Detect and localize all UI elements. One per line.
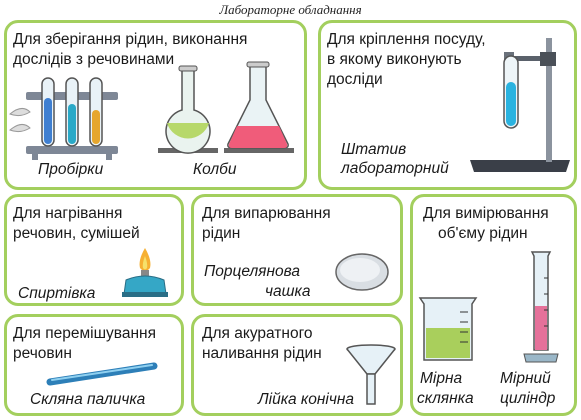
pour-desc-line2: наливання рідин [202,345,322,362]
caption-spirit-lamp: Спиртівка [18,285,96,302]
stir-desc-line2: речовин [13,345,72,362]
measure-desc-line2: об'єму рідин [438,225,528,242]
glass-rod-illustration [46,362,158,386]
stand-desc-line2: в якому виконують [327,51,462,68]
test-tubes-illustration [9,77,118,160]
evaporate-desc-line2: рідин [202,225,241,242]
measuring-cylinder-illustration [523,251,559,363]
measuring-beaker-illustration [418,297,478,361]
caption-glass-rod: Скляна паличка [30,391,146,408]
caption-dish-line1: Порцелянова [204,263,300,280]
page-title: Лабораторне обладнання [219,2,362,17]
caption-funnel: Лійка конічна [258,391,355,408]
caption-stand-line2: лабораторний [341,160,449,177]
pour-desc-line1: Для акуратного [202,325,313,342]
spirit-lamp-illustration [122,248,168,297]
storage-desc-line1: Для зберігання рідин, виконання [13,31,248,48]
stand-desc-line3: досліди [327,71,383,88]
storage-desc-line2: дослідів з речовинами [13,51,175,68]
caption-tubes: Пробірки [38,161,104,178]
heating-desc-line1: Для нагрівання [13,205,123,222]
caption-beaker-line1: Мірна [420,370,463,387]
porcelain-dish-illustration [335,253,389,291]
heating-desc-line2: речовин, сумішей [13,225,140,242]
stir-desc-line1: Для перемішування [13,325,156,342]
caption-flasks: Колби [193,161,237,178]
stand-desc-line1: Для кріплення посуду, [327,31,486,48]
caption-cylinder-line2: циліндр [500,390,556,407]
evaporate-desc-line1: Для випарювання [202,205,331,222]
caption-cylinder-line1: Мірний [500,370,551,387]
funnel-illustration [346,344,396,405]
flasks-illustration [158,61,294,154]
lab-stand-illustration [470,38,570,172]
caption-stand-line1: Штатив [341,141,407,158]
caption-dish-line2: чашка [265,283,311,300]
measure-desc-line1: Для вимірювання [423,205,549,222]
caption-beaker-line2: склянка [417,390,474,407]
